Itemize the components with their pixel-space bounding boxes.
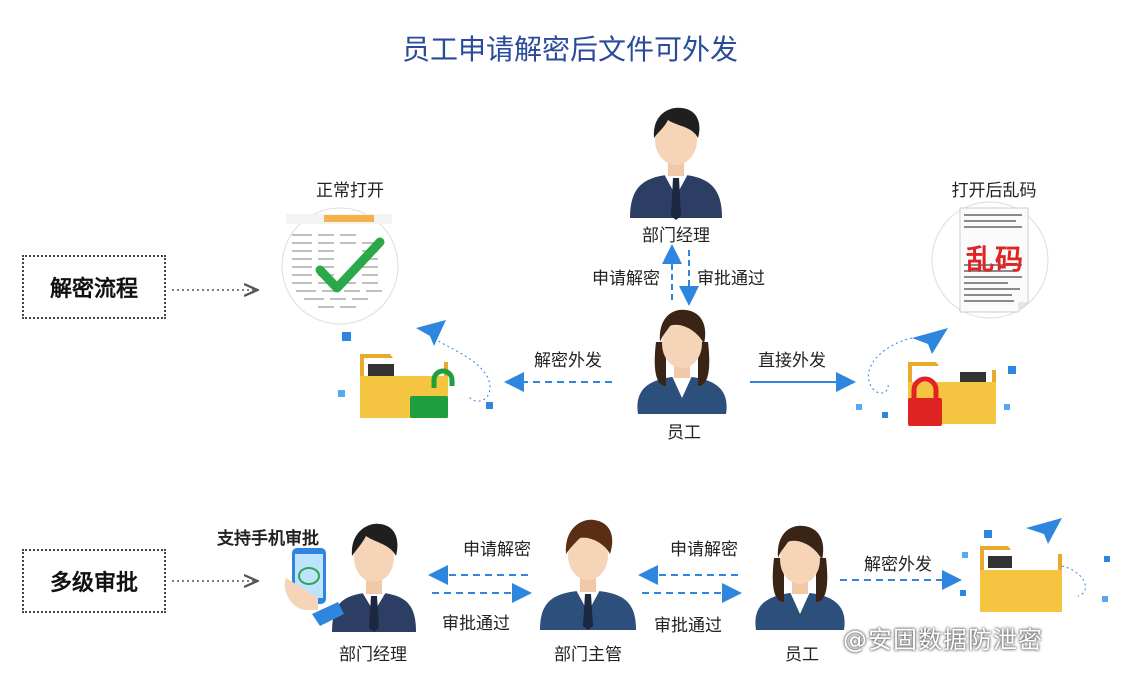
process-label-approval: 多级审批	[49, 571, 138, 596]
person-female-icon	[637, 309, 727, 414]
watermark: @安固数据防泄密	[843, 626, 1043, 654]
process-box-approval: 多级审批	[22, 549, 166, 613]
label-employee-bottom: 员工	[785, 645, 819, 665]
label-decrypt-send: 解密外发	[534, 351, 602, 371]
employee-avatar	[637, 309, 727, 414]
garbled-caption: 打开后乱码	[951, 181, 1037, 201]
process-label-decrypt: 解密流程	[49, 277, 138, 302]
garbled-lines	[964, 214, 1022, 302]
label-apply-decrypt: 申请解密	[592, 269, 660, 289]
folder-icon	[980, 546, 1062, 612]
manager-phone-avatar	[284, 523, 416, 632]
person-male-icon	[540, 519, 636, 630]
send-folder-group	[960, 518, 1110, 612]
garbled-text: 乱码	[966, 243, 1025, 276]
paper-plane-icon	[416, 320, 446, 346]
person-male-icon	[630, 107, 722, 220]
label-supervisor: 部门主管	[554, 645, 622, 665]
paper-plane-icon	[1026, 518, 1062, 544]
label-apply-decrypt-2: 申请解密	[670, 540, 738, 560]
label-direct-send: 直接外发	[758, 351, 826, 371]
unlocked-folder-group	[338, 320, 493, 418]
employee-bottom-avatar	[755, 525, 845, 630]
mobile-approval-caption: 支持手机审批	[217, 529, 319, 549]
paper-plane-icon	[912, 328, 948, 354]
manager-avatar	[630, 107, 722, 220]
person-female-icon	[755, 525, 845, 630]
checkmark-icon	[315, 237, 385, 293]
supervisor-avatar	[540, 519, 636, 630]
lock-icon	[908, 376, 942, 426]
page-title: 员工申请解密后文件可外发	[401, 33, 738, 66]
label-approve-pass-1: 审批通过	[442, 614, 510, 634]
unlock-icon	[410, 368, 455, 418]
label-apply-decrypt-1: 申请解密	[463, 540, 531, 560]
process-box-decrypt: 解密流程	[22, 255, 166, 319]
normal-file-preview	[281, 207, 399, 325]
label-approve-pass: 审批通过	[697, 269, 765, 289]
locked-folder-group	[856, 328, 1016, 426]
label-manager-top: 部门经理	[642, 226, 710, 246]
label-approve-pass-2: 审批通过	[654, 616, 722, 636]
normal-open-caption: 正常打开	[316, 181, 384, 201]
person-male-icon	[332, 523, 416, 632]
phone-icon	[284, 548, 344, 626]
label-manager-bottom: 部门经理	[339, 645, 407, 665]
label-decrypt-send-2: 解密外发	[864, 555, 932, 575]
garbled-file-preview	[931, 201, 1049, 319]
label-employee-center: 员工	[667, 423, 701, 443]
